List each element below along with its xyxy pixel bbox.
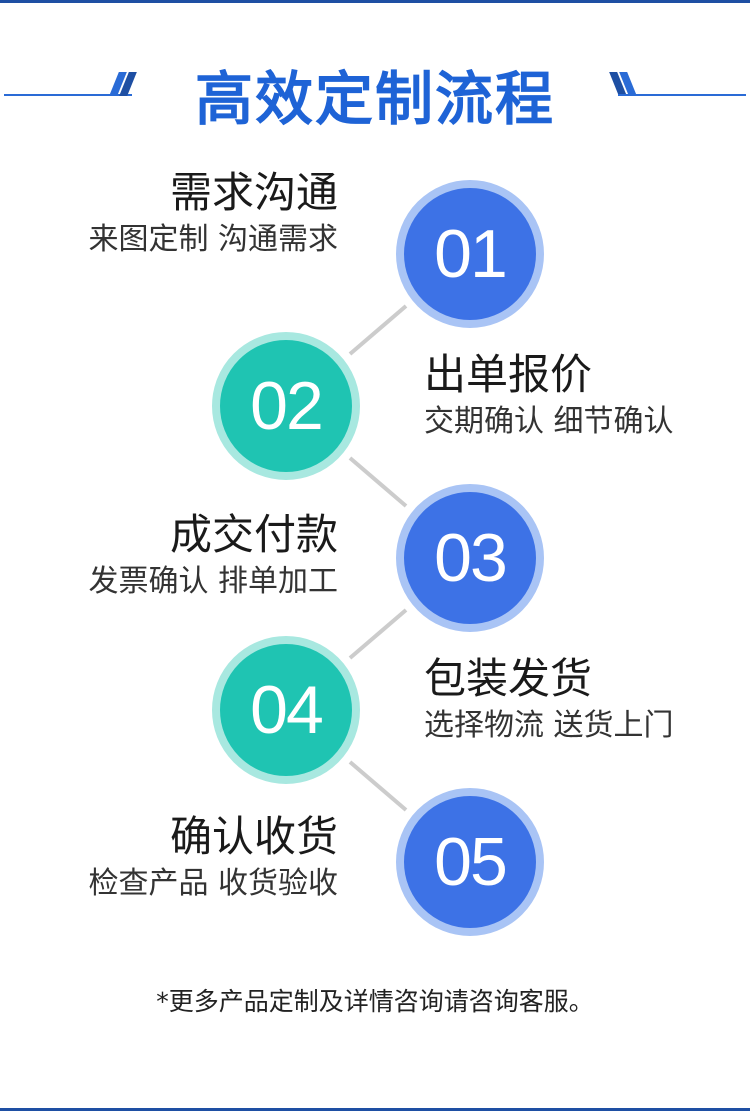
connector-1-2 [348,304,408,356]
step-2-desc: 交期确认 细节确认 [424,404,674,439]
step-4-circle: 04 [212,636,360,784]
step-5-circle: 05 [396,788,544,936]
step-5-text: 确认收货 检查产品 收货验收 [88,812,338,904]
step-3-title: 成交付款 [169,510,338,559]
step-1-desc: 来图定制 沟通需求 [88,222,338,257]
footer-note: *更多产品定制及详情咨询请咨询客服。 [156,987,594,1016]
title-line-right [618,94,746,96]
step-2-circle: 02 [212,332,360,480]
step-2-text: 出单报价 交期确认 细节确认 [424,350,674,442]
step-3-circle: 03 [396,484,544,632]
step-4-title: 包装发货 [424,654,593,703]
bottom-border [0,1108,750,1111]
step-1-circle: 01 [396,180,544,328]
step-4-desc: 选择物流 送货上门 [424,708,674,743]
step-2-number: 02 [250,368,324,444]
step-5-desc: 检查产品 收货验收 [88,866,338,901]
step-4-number: 04 [250,672,324,748]
connector-4-5 [348,760,408,812]
step-1-title: 需求沟通 [169,168,338,217]
step-1-number: 01 [434,216,508,292]
title-line-left [4,94,132,96]
page-title: 高效定制流程 [194,65,555,133]
connector-3-4 [348,608,408,660]
step-5-number: 05 [434,824,508,900]
step-5-title: 确认收货 [169,812,338,861]
step-1-text: 需求沟通 来图定制 沟通需求 [88,168,338,260]
step-3-desc: 发票确认 排单加工 [88,564,338,599]
top-border [0,0,750,3]
step-3-number: 03 [434,520,508,596]
step-3-text: 成交付款 发票确认 排单加工 [88,510,338,602]
step-2-title: 出单报价 [424,350,593,399]
step-4-text: 包装发货 选择物流 送货上门 [424,654,674,746]
connector-2-3 [348,456,408,508]
